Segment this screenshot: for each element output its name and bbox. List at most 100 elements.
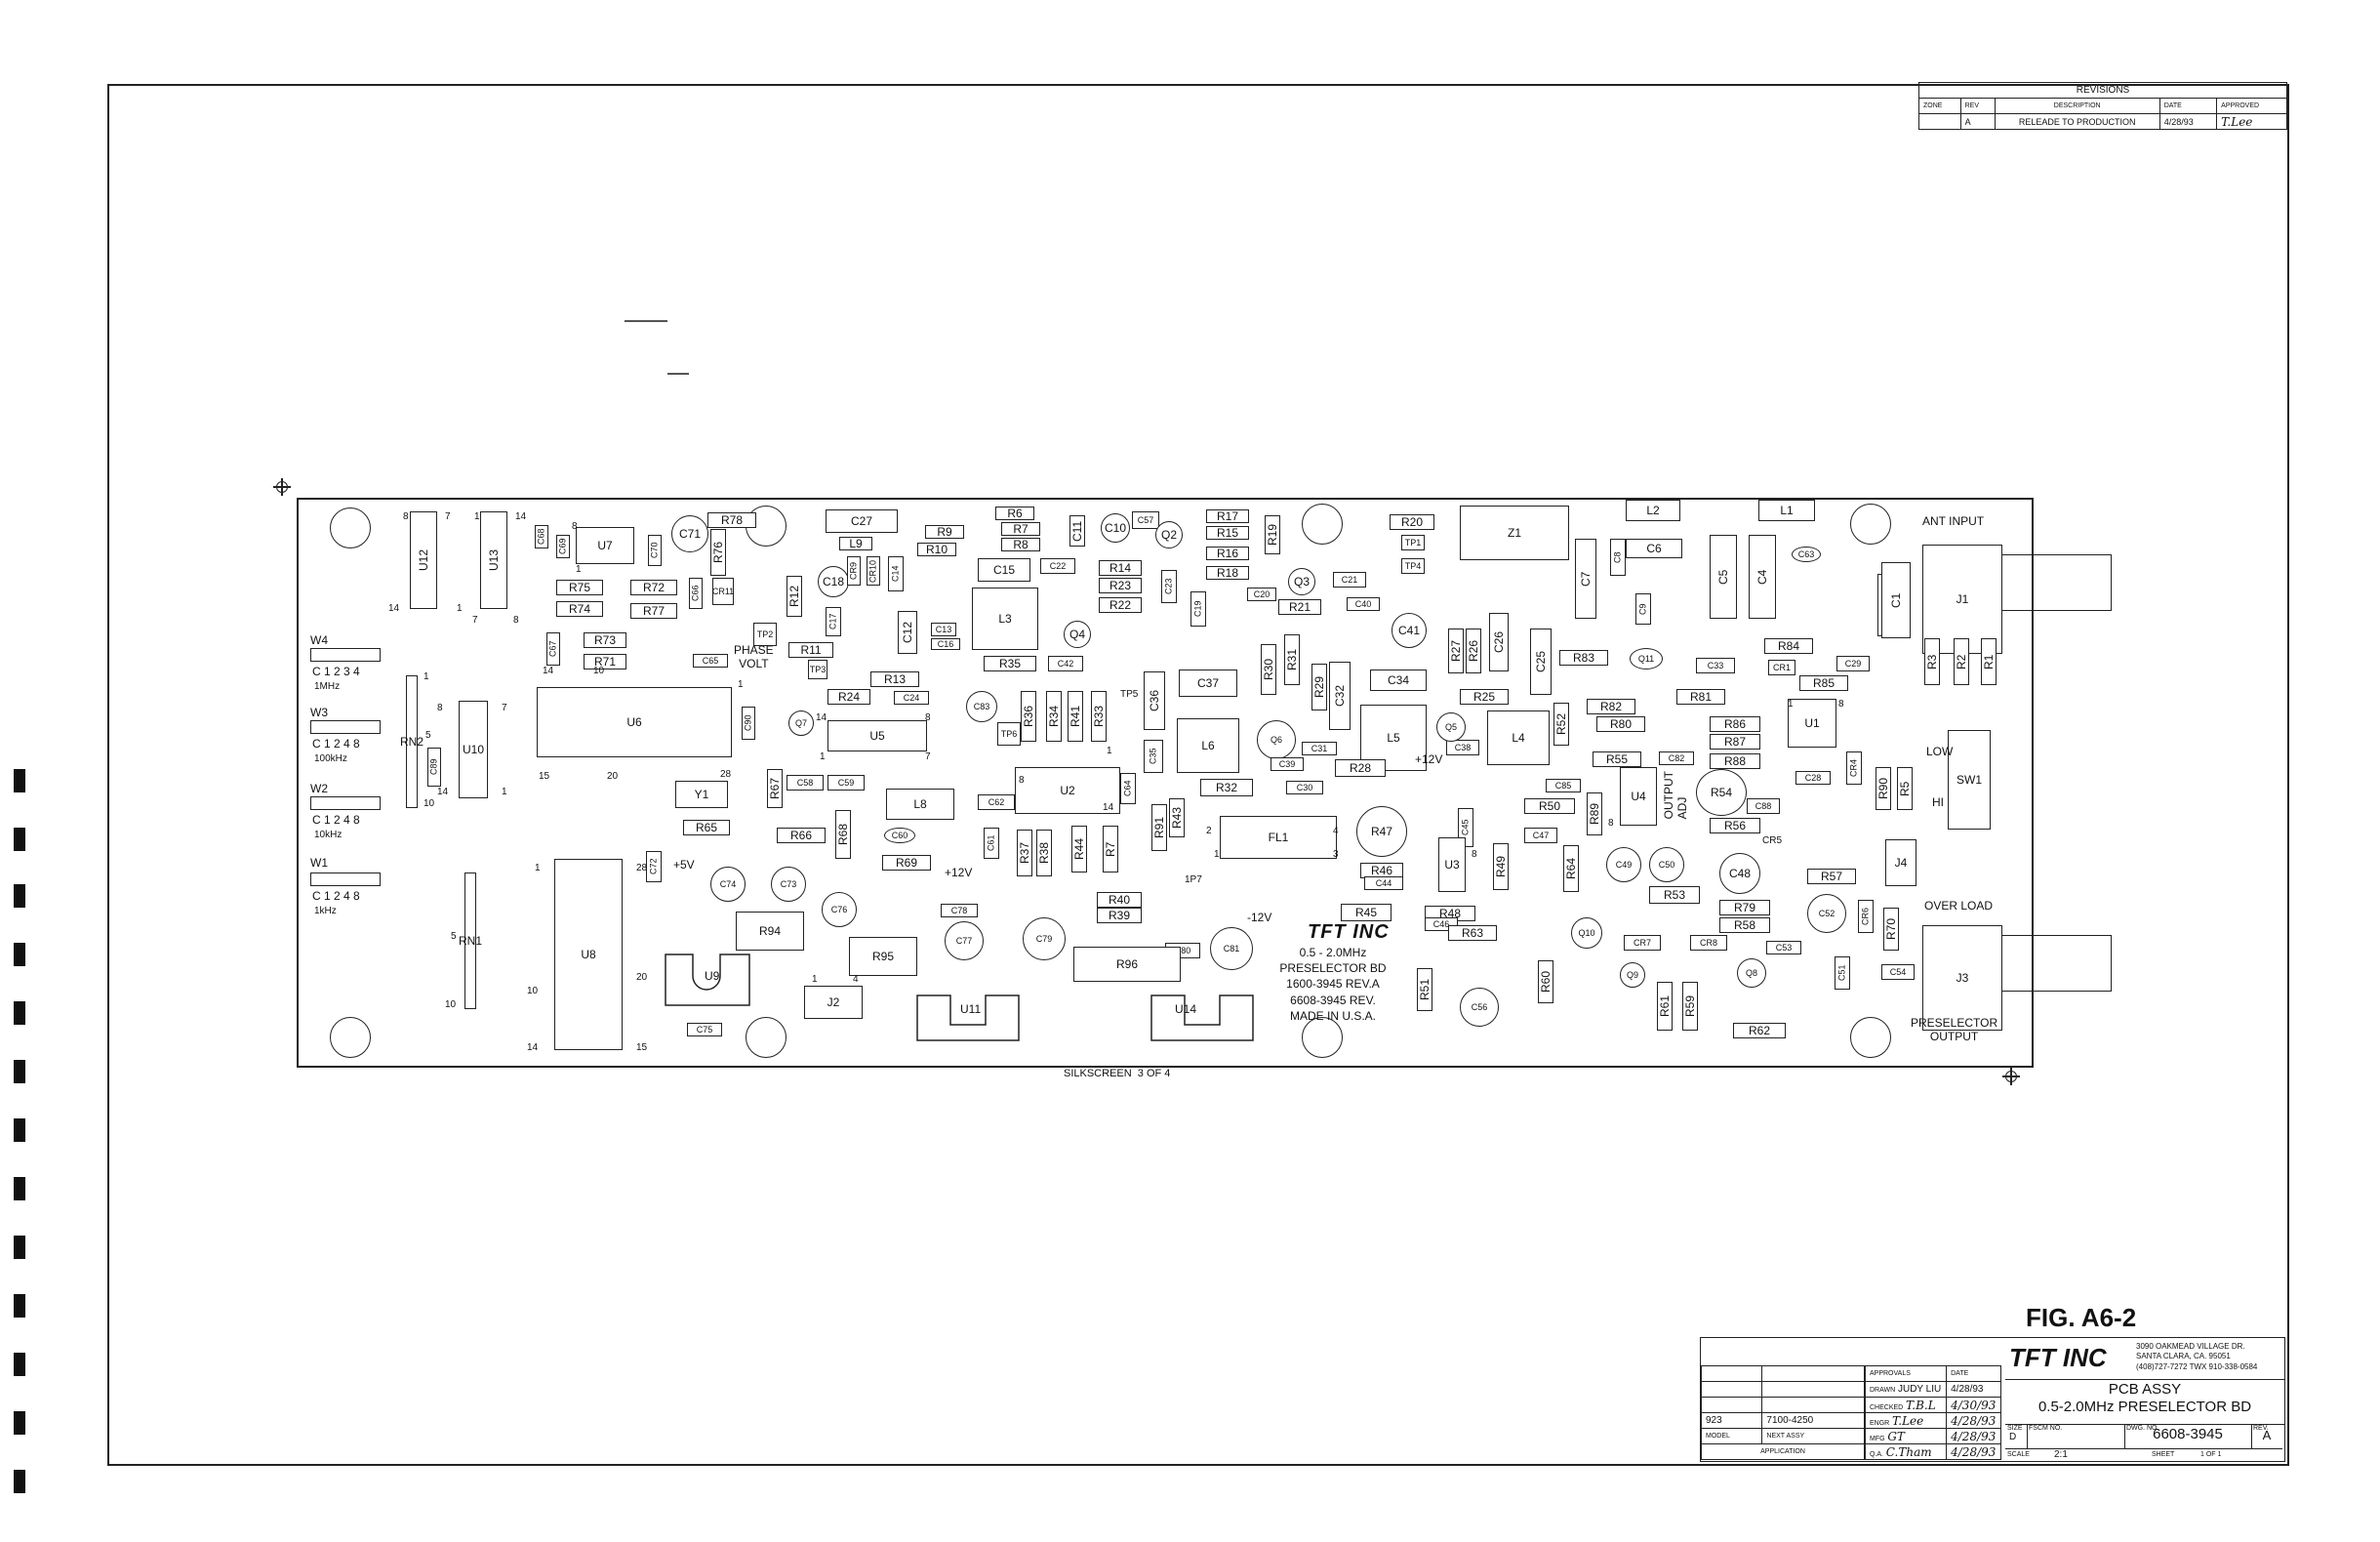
component-r95: R95 (849, 937, 917, 976)
revisions-title: REVISIONS (1918, 82, 2287, 99)
component-r51: R51 (1417, 968, 1432, 1011)
size-value: D (2009, 1432, 2017, 1442)
component-c88: C88 (1747, 798, 1780, 814)
pin-label: 8 (513, 615, 519, 626)
pin-label: 1 (474, 511, 480, 522)
pin-label: 4 (1333, 826, 1339, 836)
component-c34: C34 (1370, 670, 1427, 691)
component-c50: C50 (1649, 847, 1684, 882)
u9-label: U9 (705, 969, 720, 983)
output-connector-body (2002, 935, 2112, 992)
component-r29: R29 (1311, 664, 1327, 710)
component-l2: L2 (1626, 500, 1680, 521)
component-r66: R66 (777, 828, 826, 843)
component-c58: C58 (787, 775, 824, 791)
component-c36: C36 (1144, 671, 1165, 730)
component-l6: L6 (1177, 718, 1239, 773)
component-r61: R61 (1657, 982, 1673, 1031)
stray-mark (667, 373, 689, 375)
component-c41: C41 (1392, 613, 1427, 648)
component-r35: R35 (984, 656, 1036, 671)
board-text-line: 0.5 - 2.0MHz (1299, 946, 1367, 959)
component-l4: L4 (1487, 710, 1550, 765)
component-r9: R9 (925, 525, 964, 539)
component-c25: C25 (1530, 629, 1552, 695)
hi-label: HI (1932, 795, 1944, 809)
component-c30: C30 (1286, 781, 1323, 794)
component-c52: C52 (1807, 894, 1846, 933)
pin-label: 10 (424, 798, 435, 809)
component-c39: C39 (1271, 757, 1304, 771)
figure-label: FIG. A6-2 (2026, 1303, 2137, 1332)
component-c31: C31 (1302, 742, 1337, 755)
component-r86: R86 (1710, 716, 1760, 732)
rev-approved: T.Lee (2216, 113, 2287, 130)
component-c56: C56 (1460, 988, 1499, 1027)
switch-name: W3 (310, 706, 328, 719)
component-cr10: CR10 (867, 556, 880, 586)
component-c53: C53 (1766, 941, 1801, 954)
regulator-u9 (665, 954, 750, 1006)
component-z1: Z1 (1460, 506, 1569, 560)
component-c81: C81 (1210, 927, 1253, 970)
mounting-hole (1850, 504, 1891, 545)
rev-label: REV. (2253, 1425, 2269, 1432)
rev-col-description: DESCRIPTION (1994, 98, 2160, 114)
component-c77: C77 (945, 921, 984, 960)
component-tp6: TP6 (997, 722, 1021, 746)
component-r20: R20 (1390, 514, 1434, 530)
qa-by: C.Tham (1885, 1444, 1932, 1459)
board-text-line: PRESELECTOR BD (1279, 961, 1387, 976)
component-c68: C68 (535, 525, 548, 548)
component-u6: U6 (537, 687, 732, 757)
component-r7: R7 (1001, 522, 1040, 536)
pin-label: 14 (543, 666, 554, 676)
pin-label: 10 (593, 666, 605, 676)
component-r57: R57 (1807, 869, 1856, 884)
component-c26: C26 (1489, 613, 1509, 671)
board-center-text: 0.5 - 2.0MHz PRESELECTOR BD 1600-3945 RE… (1274, 945, 1392, 1024)
component-r16: R16 (1206, 547, 1249, 560)
component-c75: C75 (687, 1023, 722, 1036)
drawn-date: 4/28/93 (1946, 1381, 2001, 1398)
rev-col-date: DATE (2158, 98, 2218, 114)
component-u8: U8 (554, 859, 623, 1050)
component-c6: C6 (1626, 539, 1682, 558)
drawing-border (107, 84, 2289, 1466)
pin-label: 7 (925, 751, 931, 762)
component-c20: C20 (1247, 588, 1276, 601)
component-c67: C67 (546, 632, 560, 666)
component-c74: C74 (710, 867, 746, 902)
dip-switch (310, 872, 381, 886)
component-r37: R37 (1017, 830, 1032, 876)
scale-value: 2:1 (2054, 1449, 2068, 1460)
u14-label: U14 (1175, 1002, 1197, 1016)
drawn-label: DRAWN (1870, 1387, 1896, 1394)
component-c21: C21 (1333, 572, 1366, 588)
component-r55: R55 (1593, 751, 1641, 767)
pin-label: 1 (1107, 746, 1112, 756)
component-r81: R81 (1676, 689, 1725, 705)
component-r73: R73 (584, 632, 626, 648)
next-assy-label: NEXT ASSY (1761, 1428, 1865, 1444)
component-r74: R74 (556, 601, 603, 617)
component-rn1: RN1 (459, 872, 482, 1009)
component-c10: C10 (1101, 513, 1130, 543)
component-c90: C90 (742, 707, 755, 740)
size-label: SIZE (2007, 1425, 2023, 1432)
binder-hole (14, 1060, 25, 1083)
component-q11: Q11 (1630, 648, 1663, 670)
pin-label: 15 (636, 1042, 648, 1053)
component-c61: C61 (984, 828, 999, 859)
pin-label: 8 (925, 712, 931, 723)
component-r69: R69 (882, 855, 931, 871)
component-q6: Q6 (1257, 720, 1296, 759)
component-sw1: SW1 (1948, 730, 1991, 830)
binder-hole (14, 1118, 25, 1142)
pin-label: 2 (1206, 826, 1212, 836)
component-u13: U13 (480, 511, 507, 609)
component-c37: C37 (1179, 670, 1237, 697)
address-line: SANTA CLARA, CA. 95051 (2136, 1352, 2231, 1361)
